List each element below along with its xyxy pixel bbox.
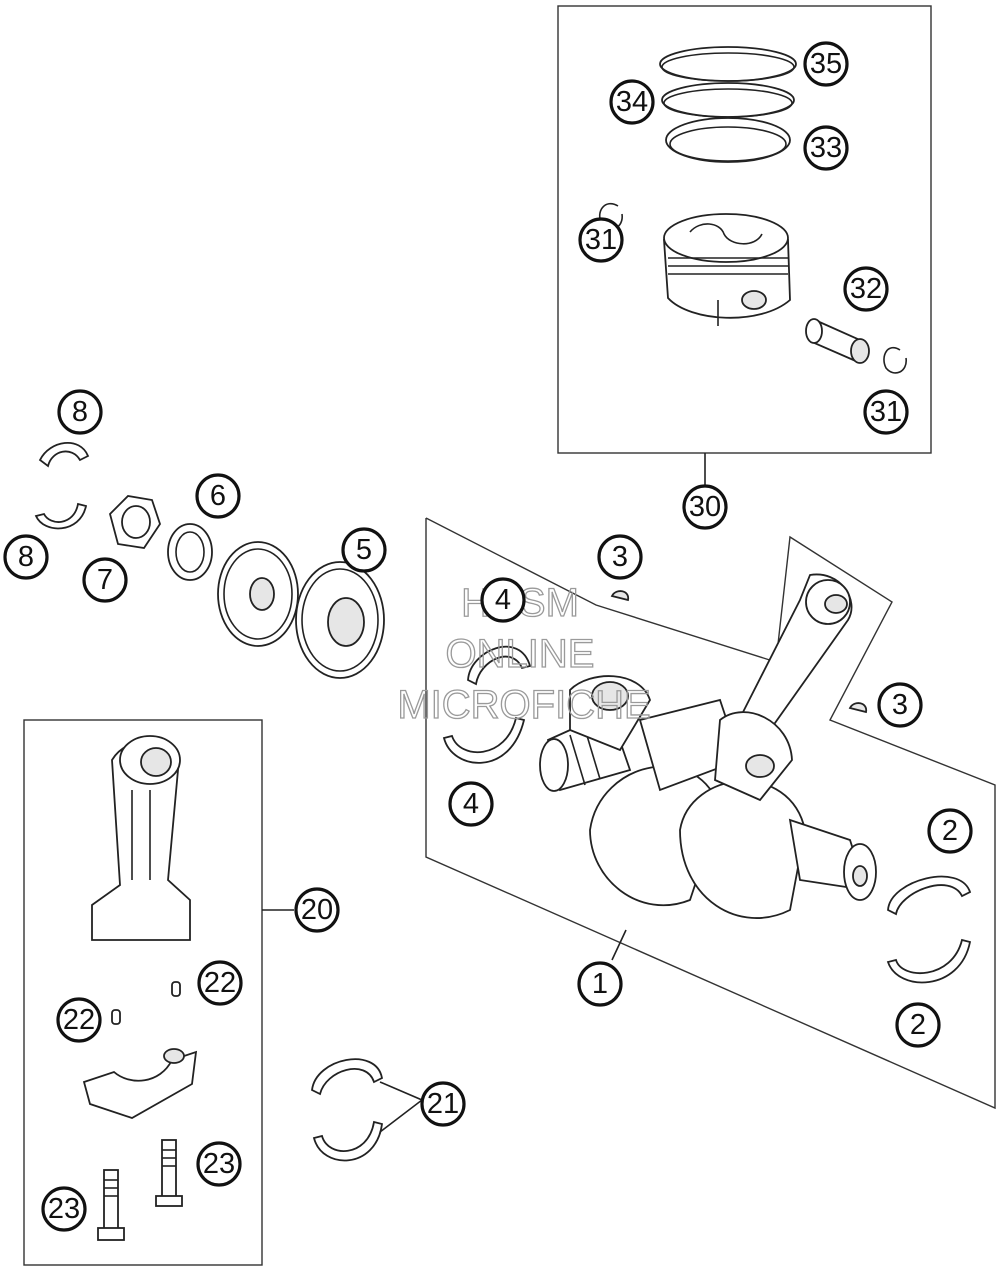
conrod-bolt-23-left [97, 1169, 125, 1241]
callout-22-left[interactable]: 22 [56, 997, 102, 1043]
dowel-pin-22-left [111, 1009, 121, 1025]
washer-6 [167, 523, 213, 581]
callout-35[interactable]: 35 [803, 41, 849, 87]
piston-kit-frame [557, 5, 932, 488]
callout-label: 32 [850, 273, 882, 305]
hex-nut-7 [108, 495, 161, 549]
circlip-31-right [883, 346, 907, 374]
callout-label: 4 [463, 788, 479, 820]
callout-label: 31 [585, 224, 617, 256]
leader-21 [379, 1081, 424, 1133]
callout-label: 20 [301, 894, 333, 926]
callout-6[interactable]: 6 [195, 473, 241, 519]
callout-1[interactable]: 1 [577, 961, 623, 1007]
callout-23-right[interactable]: 23 [196, 1141, 242, 1187]
callout-4-lower[interactable]: 4 [448, 781, 494, 827]
callout-31-bottom[interactable]: 31 [863, 389, 909, 435]
woodruff-key-right [848, 702, 867, 714]
callout-label: 23 [203, 1148, 235, 1180]
bearing-shell-21-lower [312, 1120, 383, 1162]
callout-label: 3 [612, 541, 628, 573]
piston-ring-35 [659, 46, 797, 82]
callout-label: 8 [72, 396, 88, 428]
callout-30[interactable]: 30 [682, 484, 728, 530]
connecting-rod-20 [91, 735, 191, 941]
callout-label: 4 [495, 584, 511, 616]
watermark: HUSM ONLINE MICROFICHE [397, 580, 652, 727]
callout-label: 3 [892, 689, 908, 721]
watermark-line-2: ONLINE [446, 632, 595, 676]
piston [663, 213, 791, 326]
callout-label: 5 [356, 534, 372, 566]
bearing-shell-4-lower [442, 716, 526, 764]
callout-label: 33 [810, 132, 842, 164]
callout-2-upper[interactable]: 2 [927, 808, 973, 854]
crankshaft-frame [425, 517, 996, 1110]
callout-label: 8 [18, 541, 34, 573]
piston-ring-34 [661, 82, 795, 118]
bearing-shell-8-lower [34, 502, 88, 530]
callout-label: 6 [210, 480, 226, 512]
callout-20[interactable]: 20 [294, 887, 340, 933]
bearing-shell-4-upper [467, 645, 532, 686]
piston-pin-32 [805, 318, 870, 364]
callout-label: 23 [48, 1193, 80, 1225]
watermark-line-3: MICROFICHE [397, 683, 650, 727]
callout-3-right[interactable]: 3 [877, 682, 923, 728]
callout-label: 2 [910, 1009, 926, 1041]
callout-33[interactable]: 33 [803, 125, 849, 171]
callout-21[interactable]: 21 [420, 1081, 466, 1127]
callout-label: 34 [616, 86, 648, 118]
callout-3-upper[interactable]: 3 [597, 534, 643, 580]
callout-label: 1 [592, 968, 608, 1000]
callout-2-lower[interactable]: 2 [895, 1002, 941, 1048]
callout-23-left[interactable]: 23 [41, 1186, 87, 1232]
conrod-bolt-23-right [155, 1139, 183, 1207]
woodruff-key-upper [610, 590, 629, 602]
trigger-wheel [217, 541, 299, 647]
bearing-shell-2-upper [887, 875, 972, 916]
callout-label: 21 [427, 1088, 459, 1120]
callout-label: 31 [870, 396, 902, 428]
callout-8-bottom[interactable]: 8 [3, 534, 49, 580]
dowel-pin-22-right [171, 981, 181, 997]
crankshaft-with-conrod [539, 573, 877, 919]
bearing-shell-8-upper [38, 441, 90, 468]
callout-7[interactable]: 7 [82, 557, 128, 603]
callout-label: 7 [97, 564, 113, 596]
callout-32[interactable]: 32 [843, 266, 889, 312]
conrod-cap [82, 1048, 198, 1119]
callout-31-top[interactable]: 31 [578, 217, 624, 263]
piston-ring-33 [665, 117, 791, 163]
callout-label: 22 [63, 1004, 95, 1036]
callout-4-upper[interactable]: 4 [480, 577, 526, 623]
callout-label: 22 [204, 967, 236, 999]
gear-5 [295, 561, 385, 679]
callout-34[interactable]: 34 [609, 79, 655, 125]
callout-8-top[interactable]: 8 [57, 389, 103, 435]
bearing-shell-2-lower [886, 938, 972, 984]
bearing-shell-21-upper [311, 1058, 384, 1096]
callout-label: 2 [942, 815, 958, 847]
callout-label: 30 [689, 491, 721, 523]
conrod-kit-frame [23, 719, 294, 1266]
callout-5[interactable]: 5 [341, 527, 387, 573]
callout-22-right[interactable]: 22 [197, 960, 243, 1006]
callout-label: 35 [810, 48, 842, 80]
